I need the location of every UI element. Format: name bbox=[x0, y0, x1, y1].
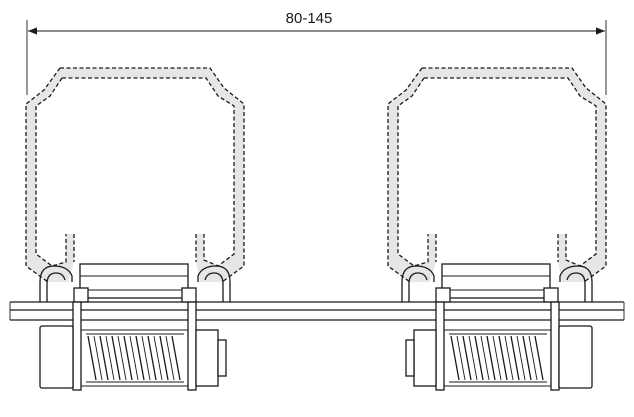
mounting-rail bbox=[9, 301, 625, 321]
nut-left bbox=[195, 329, 219, 387]
profile-right bbox=[387, 67, 607, 391]
post-right-a bbox=[435, 301, 445, 391]
profile-left-wall bbox=[26, 68, 244, 282]
profile-right-wall bbox=[388, 68, 606, 282]
spring-left bbox=[86, 333, 184, 383]
end-block-right bbox=[558, 325, 593, 389]
post-left-a bbox=[72, 301, 82, 391]
spring-right bbox=[449, 333, 547, 383]
profile-right-inner bbox=[424, 77, 597, 267]
hook-right-outer bbox=[401, 265, 435, 302]
dimension-label: 80-145 bbox=[286, 10, 333, 27]
hook-left-outer bbox=[39, 265, 73, 302]
post-right-b bbox=[550, 301, 560, 391]
clamp-plate-left bbox=[79, 263, 189, 299]
profile-left-inner bbox=[62, 77, 235, 267]
profile-right-outer bbox=[422, 67, 607, 283]
profile-left-outer bbox=[60, 67, 245, 283]
post-left-b bbox=[187, 301, 197, 391]
dimension-annotation: 80-145 bbox=[26, 10, 607, 95]
hook-right-inner bbox=[559, 265, 593, 302]
nut-right bbox=[413, 329, 437, 387]
clamp-plate-right bbox=[441, 263, 551, 299]
profile-left bbox=[25, 67, 245, 391]
hook-left-inner bbox=[197, 265, 231, 302]
end-block-left bbox=[39, 325, 74, 389]
